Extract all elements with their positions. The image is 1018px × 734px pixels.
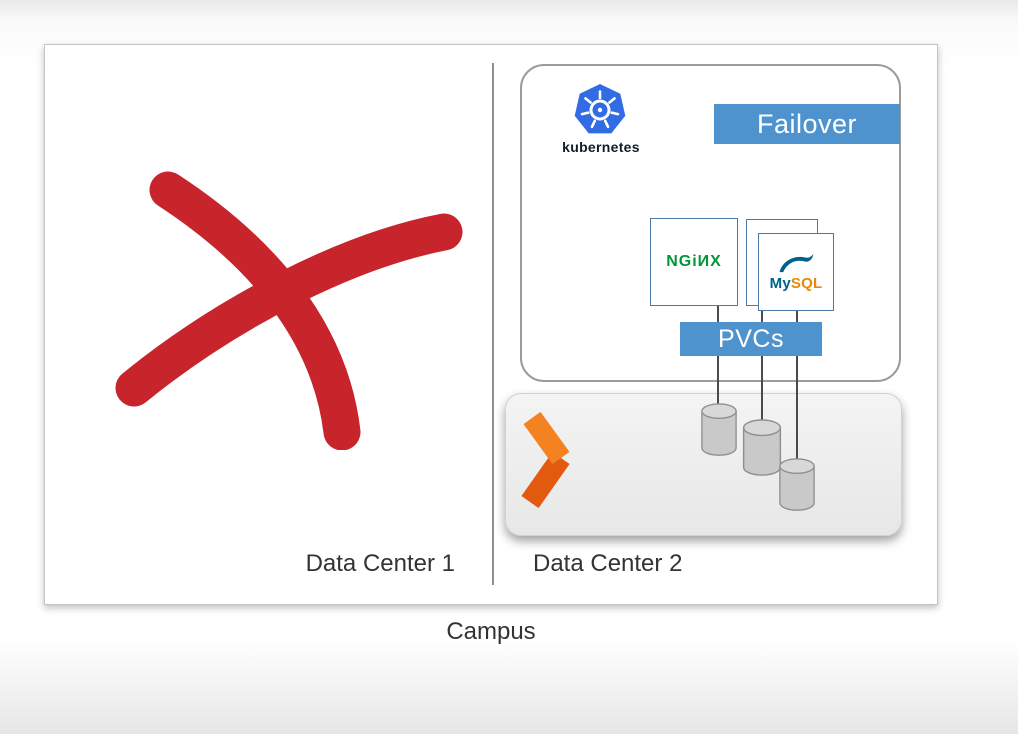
mysql-wordmark-my: My xyxy=(769,275,791,292)
storage-volume-icon-3 xyxy=(779,458,815,511)
failure-x-icon xyxy=(115,171,463,450)
nginx-wordmark: NGiИX xyxy=(666,253,722,270)
datacenter-1-label: Data Center 1 xyxy=(305,550,455,577)
kubernetes-wheel xyxy=(580,90,620,129)
pvc-connector-line-2 xyxy=(761,306,763,426)
cylinder-body xyxy=(779,466,815,511)
portworx-ribbon-upper xyxy=(523,412,570,465)
cylinder-top xyxy=(779,458,815,474)
storage-volume-icon-1 xyxy=(701,403,737,456)
portworx-logo-icon xyxy=(521,412,570,508)
failure-x-stroke-right xyxy=(115,213,463,407)
pvc-connector-line-1 xyxy=(717,306,719,410)
kubernetes-wheel-hub xyxy=(597,107,603,113)
campus-label: Campus xyxy=(446,618,536,645)
cylinder-top xyxy=(701,403,737,419)
mysql-dolphin-icon xyxy=(779,253,814,273)
pvcs-badge: PVCs xyxy=(680,322,822,356)
kubernetes-logo-icon xyxy=(574,84,626,134)
kubernetes-wordmark: kubernetes xyxy=(562,139,640,155)
cylinder-body xyxy=(701,411,737,456)
failover-badge: Failover xyxy=(714,104,900,144)
mysql-wordmark: MySQL xyxy=(770,275,823,292)
datacenter-divider-line xyxy=(492,63,494,585)
cylinder-top xyxy=(742,419,782,437)
nginx-pod-box: NGiИX xyxy=(650,218,738,306)
storage-volume-icon-2 xyxy=(742,419,782,476)
mysql-pod-box: MySQL xyxy=(758,233,834,311)
mysql-dolphin-path xyxy=(779,253,814,273)
portworx-ribbon-lower xyxy=(521,451,570,508)
pvc-connector-line-3 xyxy=(796,311,798,465)
mysql-wordmark-sql: SQL xyxy=(790,275,823,292)
datacenter-2-label: Data Center 2 xyxy=(533,550,683,577)
